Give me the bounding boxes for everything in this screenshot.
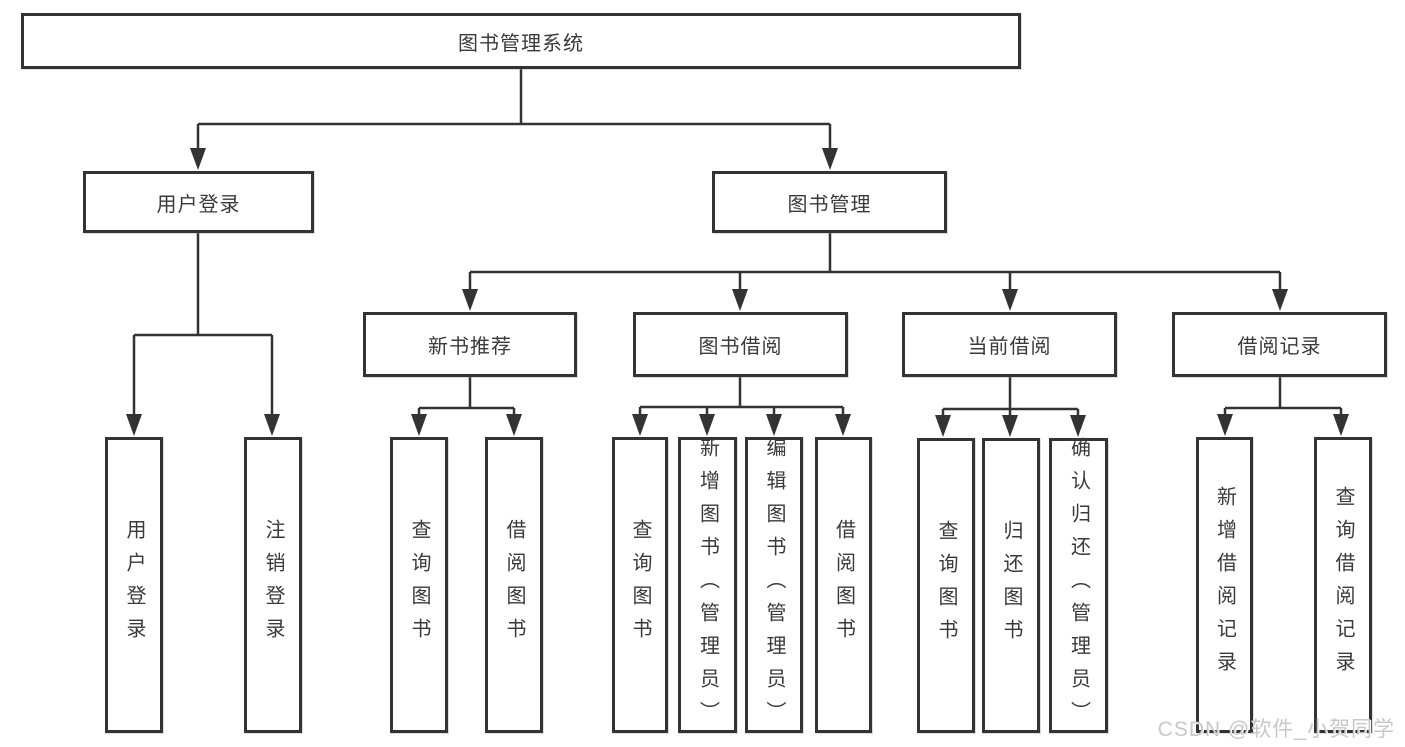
- leaf-query-books-borrowing: 查询图书: [612, 437, 668, 733]
- leaf-query-books-borrowing-label: 查询图书: [629, 519, 651, 651]
- leaf-add-books-admin-label: 新增图书（管理员）: [696, 436, 719, 734]
- node-root: 图书管理系统: [21, 13, 1021, 69]
- leaf-add-books-admin: 新增图书（管理员）: [678, 436, 737, 734]
- leaf-logout-label: 注销登录: [262, 519, 284, 651]
- leaf-edit-books-admin-label: 编辑图书（管理员）: [763, 436, 785, 734]
- node-book-management: 图书管理: [712, 171, 947, 233]
- leaf-add-borrow-record: 新增借阅记录: [1196, 437, 1253, 733]
- leaf-query-books-recommend-label: 查询图书: [408, 519, 430, 651]
- leaf-query-borrow-record-label: 查询借阅记录: [1332, 486, 1354, 684]
- leaf-query-borrow-record: 查询借阅记录: [1314, 437, 1372, 733]
- leaf-borrow-books-recommend: 借阅图书: [485, 437, 543, 733]
- leaf-borrow-books-recommend-label: 借阅图书: [503, 519, 525, 651]
- leaf-query-books-current: 查询图书: [917, 438, 975, 733]
- node-borrow-records: 借阅记录: [1172, 312, 1387, 377]
- leaf-return-books-label: 归还图书: [1000, 519, 1022, 652]
- leaf-add-borrow-record-label: 新增借阅记录: [1213, 486, 1236, 684]
- leaf-confirm-return-admin-label: 确认归还（管理员）: [1067, 437, 1090, 734]
- node-user-login: 用户登录: [83, 171, 314, 233]
- leaf-borrow-books: 借阅图书: [815, 437, 872, 733]
- node-current-borrowing: 当前借阅: [902, 312, 1117, 377]
- node-book-borrowing: 图书借阅: [633, 312, 848, 377]
- leaf-confirm-return-admin: 确认归还（管理员）: [1049, 437, 1108, 734]
- leaf-logout: 注销登录: [244, 437, 302, 733]
- node-new-book-recommend: 新书推荐: [363, 312, 577, 377]
- leaf-return-books: 归还图书: [982, 438, 1040, 733]
- leaf-borrow-books-label: 借阅图书: [832, 519, 855, 651]
- leaf-edit-books-admin: 编辑图书（管理员）: [745, 436, 803, 734]
- leaf-user-login-label: 用户登录: [123, 519, 145, 651]
- csdn-watermark: CSDN @软件_小贺同学: [1157, 718, 1395, 741]
- leaf-user-login: 用户登录: [105, 437, 163, 733]
- leaf-query-books-recommend: 查询图书: [390, 437, 448, 733]
- leaf-query-books-current-label: 查询图书: [935, 519, 957, 652]
